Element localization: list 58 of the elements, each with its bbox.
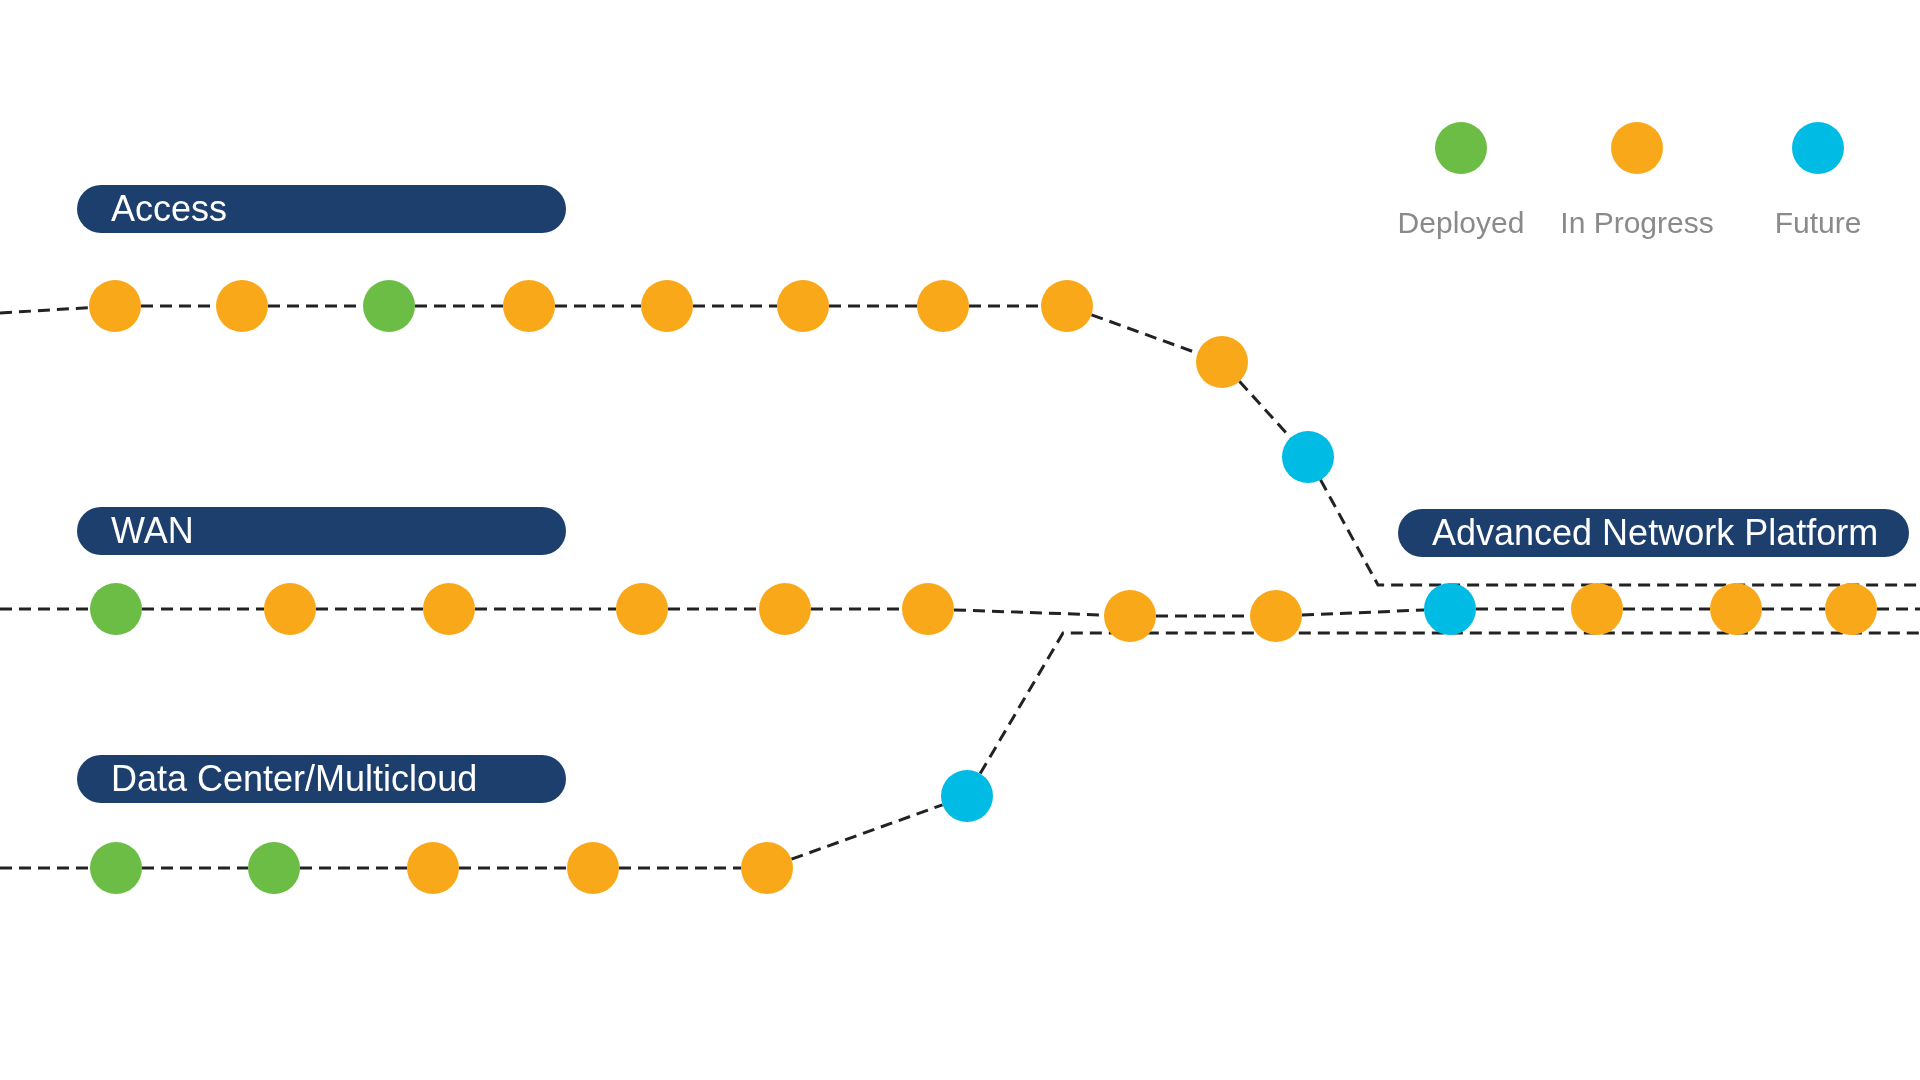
dashed-track-line	[300, 866, 407, 870]
dashed-track-line	[811, 607, 902, 611]
status-dot	[741, 842, 793, 894]
dashed-track-line	[1623, 607, 1710, 611]
status-dot	[89, 280, 141, 332]
status-dot	[407, 842, 459, 894]
status-dot	[1250, 590, 1302, 642]
track-label: Data Center/Multicloud	[77, 755, 566, 803]
dashed-track-line	[1877, 607, 1920, 611]
status-dot	[1825, 583, 1877, 635]
dashed-track-line	[142, 607, 264, 611]
dashed-track-line	[459, 866, 567, 870]
status-dot	[759, 583, 811, 635]
dashed-track-line	[142, 866, 248, 870]
status-dot	[264, 583, 316, 635]
dashed-track-line	[555, 304, 641, 308]
legend-label: Deployed	[1397, 206, 1525, 240]
status-dot	[1424, 583, 1476, 635]
status-dot	[1104, 590, 1156, 642]
track-label: Advanced Network Platform	[1398, 509, 1909, 557]
legend-label: Future	[1774, 206, 1862, 240]
status-dot	[941, 770, 993, 822]
dashed-track-line	[0, 306, 90, 315]
dashed-track-line	[316, 607, 423, 611]
status-dot	[90, 842, 142, 894]
status-dot	[1571, 583, 1623, 635]
status-dot	[90, 583, 142, 635]
dashed-track-line	[0, 866, 90, 870]
status-dot	[1041, 280, 1093, 332]
dashed-track-line	[1762, 607, 1825, 611]
status-dot	[616, 583, 668, 635]
status-dot	[248, 842, 300, 894]
status-dot	[917, 280, 969, 332]
dashed-track-line	[415, 304, 503, 308]
track-label: Access	[77, 185, 566, 233]
legend-label: In Progress	[1560, 206, 1714, 240]
track-label: WAN	[77, 507, 566, 555]
dashed-track-line	[619, 866, 741, 870]
dashed-track-line	[668, 607, 759, 611]
dashed-track-line	[969, 304, 1041, 308]
status-dot	[567, 842, 619, 894]
status-dot	[1196, 336, 1248, 388]
dashed-track-line	[829, 304, 917, 308]
dashed-track-line	[0, 607, 90, 611]
dashed-track-line	[475, 607, 616, 611]
status-dot	[641, 280, 693, 332]
status-dot	[902, 583, 954, 635]
status-dot	[1710, 583, 1762, 635]
dashed-track-line	[978, 631, 1920, 775]
dashed-track-line	[1301, 608, 1425, 617]
status-dot	[423, 583, 475, 635]
status-dot	[503, 280, 555, 332]
dashed-track-line	[693, 304, 777, 308]
status-dot	[216, 280, 268, 332]
dashed-track-line	[791, 803, 943, 861]
status-dot	[1282, 431, 1334, 483]
status-dot	[363, 280, 415, 332]
status-dot	[777, 280, 829, 332]
